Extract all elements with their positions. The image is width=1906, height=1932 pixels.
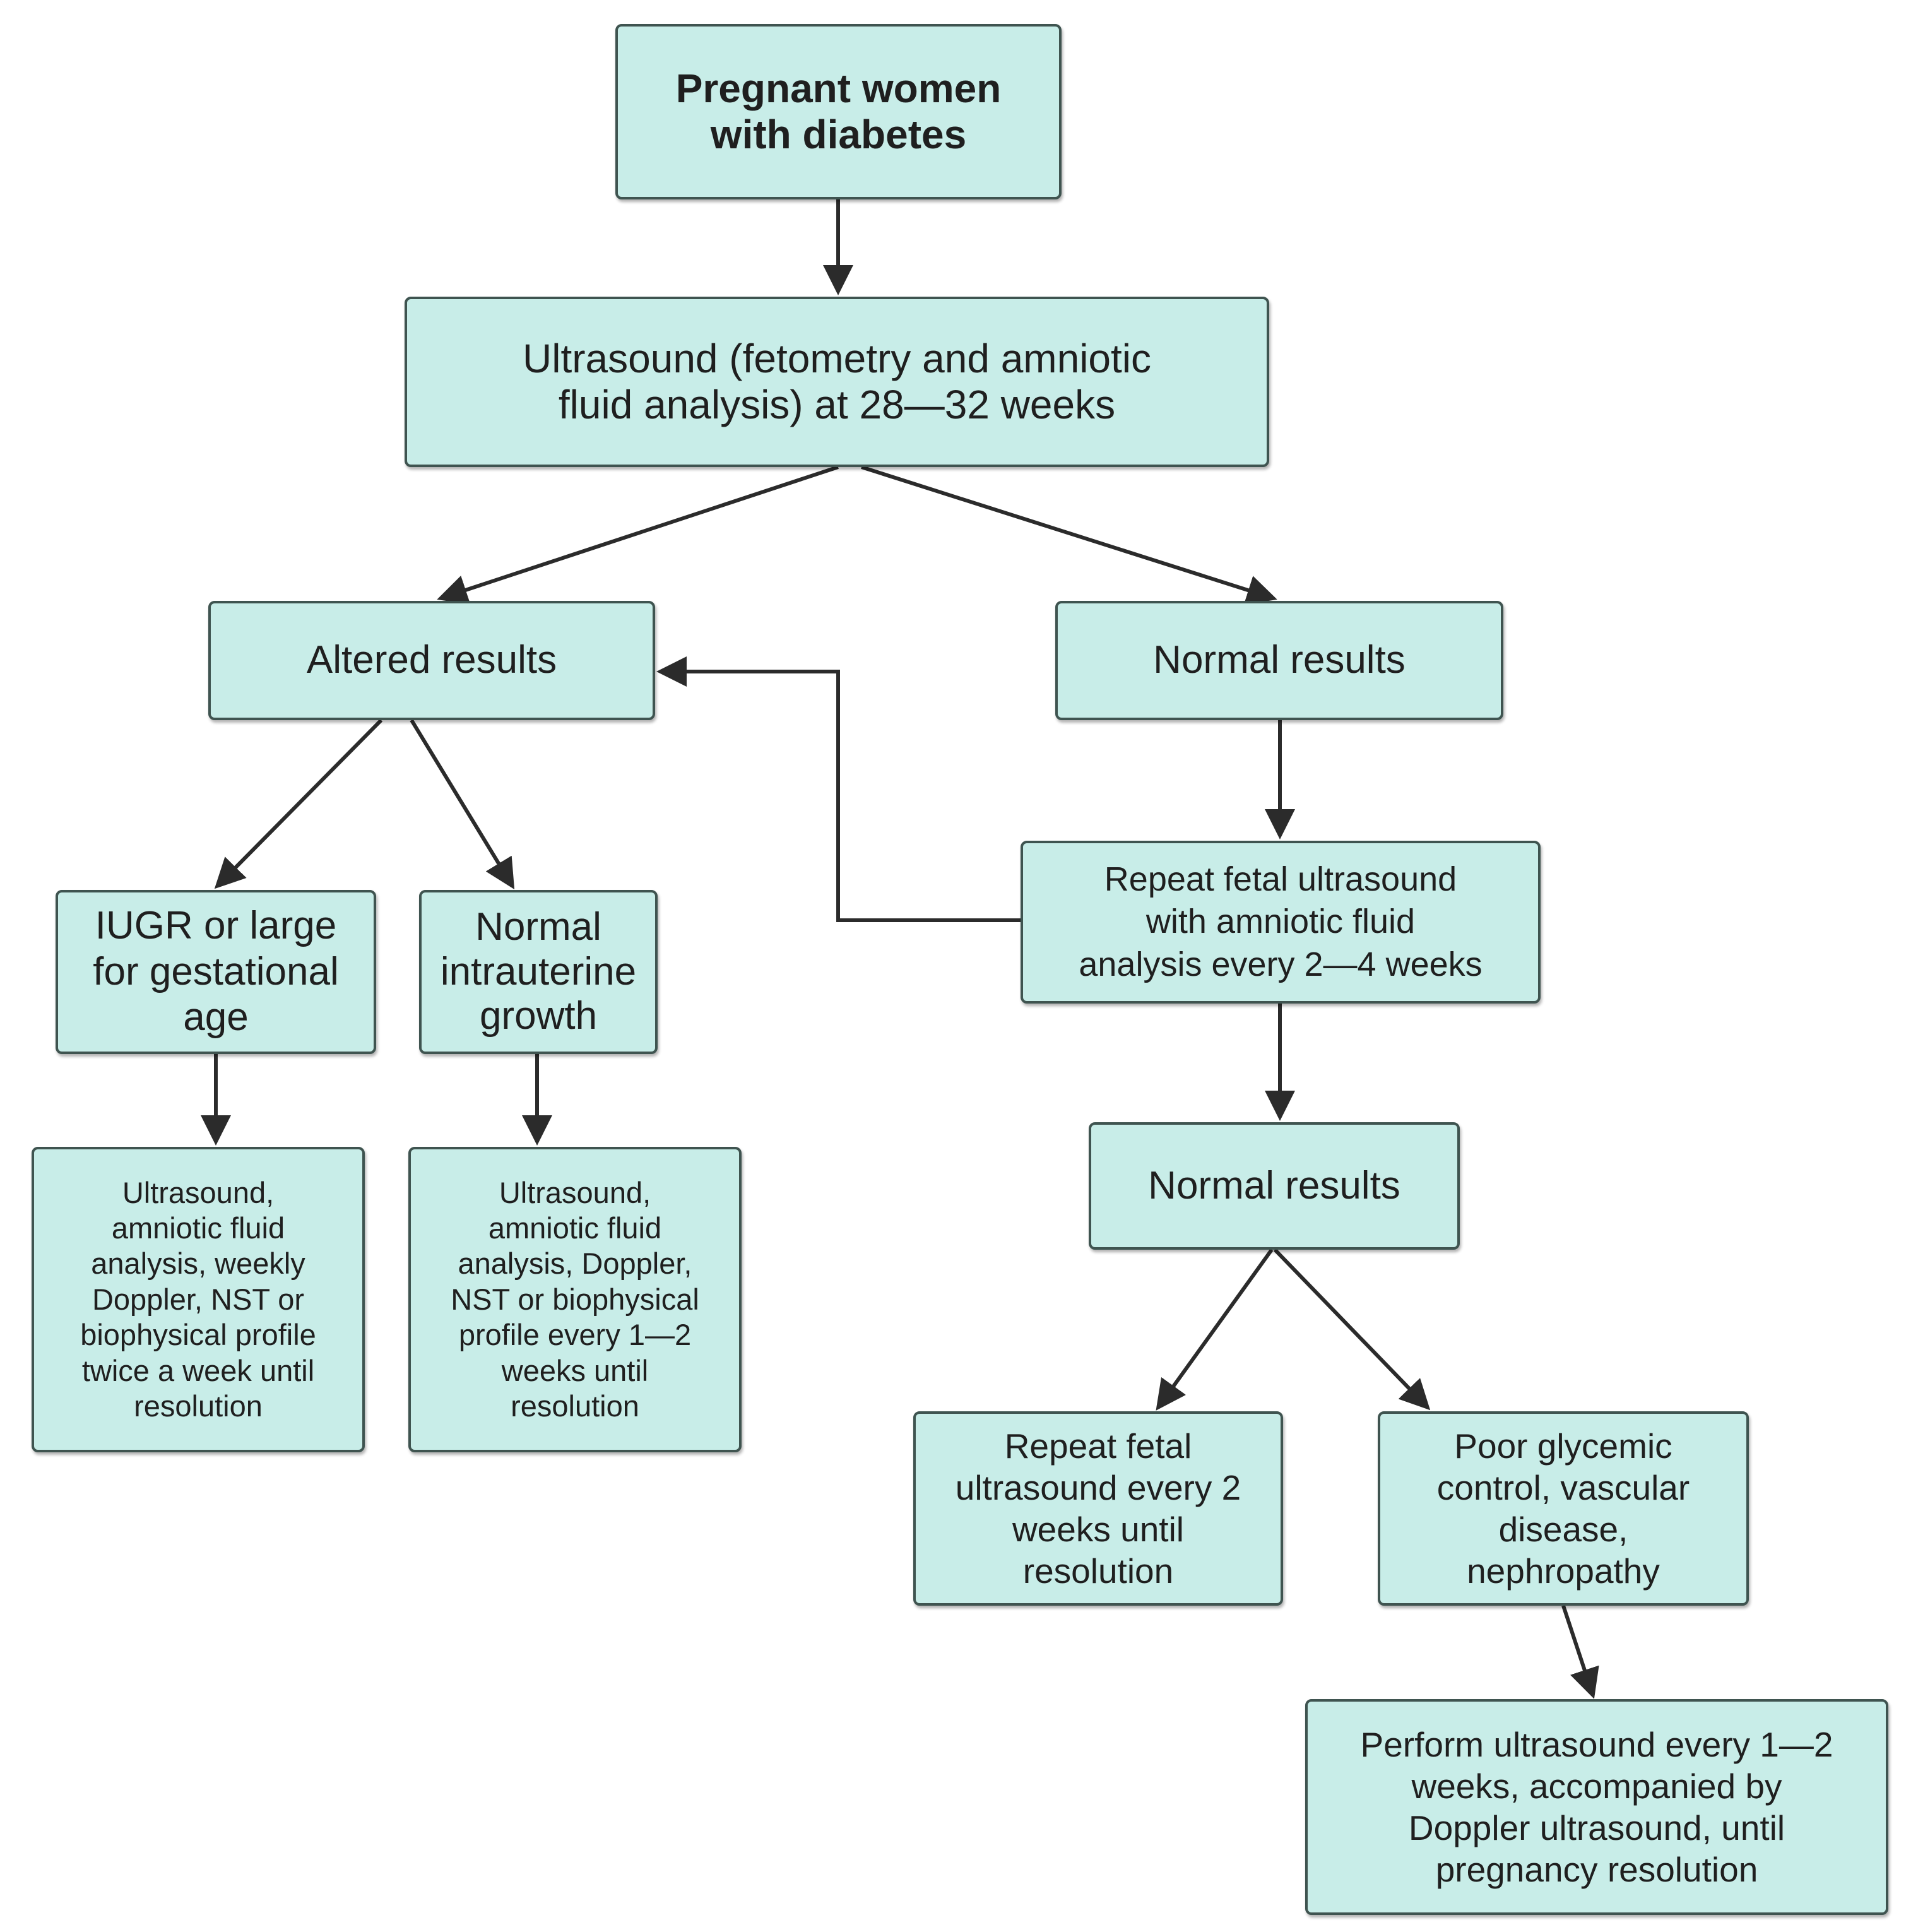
node-normal-results-second: Normal results: [1089, 1122, 1460, 1250]
node-label: Ultrasound, amniotic fluid analysis, Dop…: [451, 1175, 699, 1423]
arrow-altered-to-iugr: [214, 718, 383, 889]
node-label: IUGR or large for gestational age: [93, 904, 339, 1040]
node-perform-ultrasound: Perform ultrasound every 1—2 weeks, acco…: [1305, 1699, 1888, 1915]
node-label: Pregnant women with diabetes: [675, 66, 1002, 157]
arrow-altered-to-normal-growth: [410, 719, 515, 890]
node-normal-intrauterine-growth: Normal intrauterine growth: [419, 890, 658, 1054]
node-repeat-every-2-weeks: Repeat fetal ultrasound every 2 weeks un…: [913, 1411, 1283, 1606]
node-label: Perform ultrasound every 1—2 weeks, acco…: [1360, 1725, 1833, 1889]
node-label: Poor glycemic control, vascular disease,…: [1436, 1426, 1690, 1591]
node-poor-glycemic-control: Poor glycemic control, vascular disease,…: [1378, 1411, 1749, 1606]
arrow-normal-second-to-poor-control: [1273, 1248, 1431, 1411]
node-label: Repeat fetal ultrasound with amniotic fl…: [1079, 860, 1483, 983]
node-normal-results-first: Normal results: [1055, 601, 1503, 720]
node-label: Ultrasound, amniotic fluid analysis, wee…: [80, 1175, 316, 1423]
arrow-ultrasound-to-altered: [437, 465, 839, 605]
node-pregnant-women-with-diabetes: Pregnant women with diabetes: [615, 24, 1062, 199]
node-label: Normal intrauterine growth: [440, 904, 637, 1038]
arrow-poor-control-to-perform: [1561, 1605, 1599, 1699]
node-followup-iugr: Ultrasound, amniotic fluid analysis, wee…: [32, 1147, 365, 1452]
arrow-repeat-to-altered: [656, 656, 1021, 922]
node-label: Normal results: [1148, 1163, 1400, 1207]
node-followup-normal-growth: Ultrasound, amniotic fluid analysis, Dop…: [408, 1147, 742, 1452]
node-ultrasound-28-32-weeks: Ultrasound (fetometry and amniotic fluid…: [405, 297, 1269, 467]
node-label: Normal results: [1153, 638, 1406, 682]
node-label: Repeat fetal ultrasound every 2 weeks un…: [955, 1426, 1241, 1591]
node-label: Altered results: [306, 638, 557, 682]
node-repeat-fetal-ultrasound: Repeat fetal ultrasound with amniotic fl…: [1021, 841, 1541, 1004]
arrow-ultrasound-to-normal-first: [861, 465, 1277, 605]
node-altered-results: Altered results: [208, 601, 655, 720]
node-label: Ultrasound (fetometry and amniotic fluid…: [523, 336, 1151, 427]
node-iugr-or-large: IUGR or large for gestational age: [56, 890, 376, 1054]
arrow-normal-second-to-repeat-every2: [1156, 1248, 1274, 1411]
